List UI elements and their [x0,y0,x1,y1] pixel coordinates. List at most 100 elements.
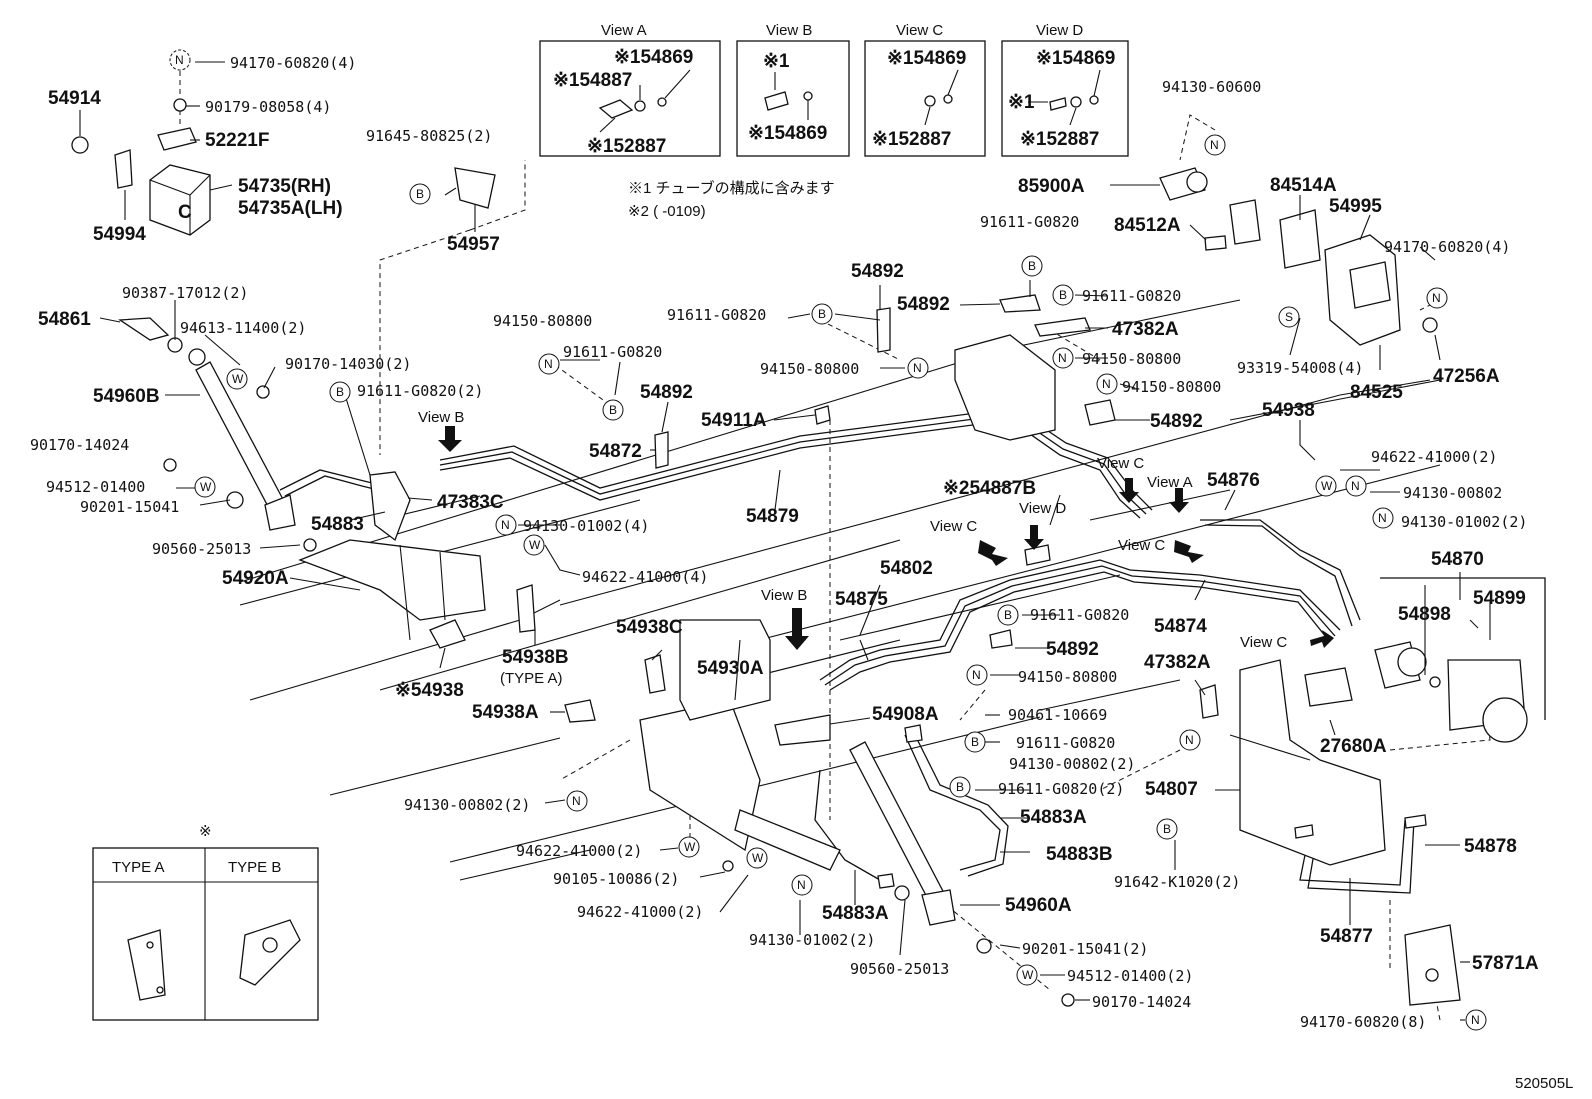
w-symbol: W [1315,475,1337,497]
part-label: 84514A [1270,175,1337,196]
view-c-callout: View C [1118,537,1165,554]
part-label: 94130-01002(4) [523,517,649,535]
view-d-title: View D [1036,22,1083,39]
n-symbol: N [1179,729,1201,751]
part-label: 54735A(LH) [238,198,343,219]
part-label: 54960A [1005,895,1072,916]
part-label: 94613-11400(2) [180,319,306,337]
b-symbol: B [964,731,986,753]
svg-text:N: N [972,668,981,682]
part-label: 57871A [1472,953,1539,974]
svg-text:B: B [1004,608,1012,622]
part-label: 54735(RH) [238,176,331,197]
n-symbol: N [791,874,813,896]
notes: ※1 チューブの構成に含みます ※2 ( -0109) ※ TYPE A TYP… [112,179,1573,1092]
type-b-header: TYPE B [228,859,281,876]
part-label: 54938 [1262,400,1315,421]
w-symbol: W [523,534,545,556]
svg-text:W: W [1321,479,1333,493]
view-arrows [438,426,1334,650]
part-label: 94130-00802(2) [1009,755,1135,773]
part-label: 54995 [1329,196,1382,217]
part-label: 54861 [38,309,91,330]
view-a-part: ※154887 [553,70,632,91]
n-symbol: N [966,664,988,686]
part-label: 90560-25013 [152,540,251,558]
part-label: 54908A [872,704,939,725]
part-label: 54883 [311,514,364,535]
svg-text:N: N [572,794,581,808]
part-label: 54892 [640,382,693,403]
part-label: 54938A [472,702,539,723]
n-symbol: N [1345,475,1367,497]
part-shapes: C [71,98,1546,1007]
note-2: ※2 ( -0109) [628,203,706,220]
part-label: 54883A [822,903,889,924]
part-label: 91611-G0820 [563,343,662,361]
part-label: ※54938 [395,680,464,701]
part-label: 84525 [1350,382,1403,403]
s-symbol: S [1278,306,1300,328]
dashed-leaders [179,62,1491,1021]
part-label: 94150-80800 [1018,668,1117,686]
w-symbol: W [746,847,768,869]
drawing-id: 520505L [1515,1075,1573,1092]
part-label: 54930A [697,658,764,679]
view-a-title: View A [601,22,647,39]
part-label: 90461-10669 [1008,706,1107,724]
view-a-part: ※152887 [587,136,666,157]
svg-text:N: N [1432,291,1441,305]
svg-text:B: B [609,403,617,417]
part-label: 54892 [1046,639,1099,660]
n-symbol: N [1052,347,1074,369]
part-label: 90170-14030(2) [285,355,411,373]
svg-text:B: B [1163,822,1171,836]
part-label: 54877 [1320,926,1373,947]
svg-text:N: N [797,878,806,892]
note-1: ※1 チューブの構成に含みます [628,179,835,197]
part-label: 54892 [1150,411,1203,432]
view-b-part: ※1 [763,51,790,72]
part-label: 90201-15041 [80,498,179,516]
n-symbol: N [495,514,517,536]
part-label: 54898 [1398,604,1451,625]
svg-text:B: B [336,385,344,399]
part-label: 84512A [1114,215,1181,236]
part-label: 52221F [205,130,269,151]
part-label: 90560-25013 [850,960,949,978]
part-label: 54802 [880,558,933,579]
part-label: 90201-15041(2) [1022,940,1148,958]
view-b-callout: View B [761,587,807,604]
type-a-header: TYPE A [112,859,165,876]
n-symbol: N [566,790,588,812]
part-label: 54872 [589,441,642,462]
b-symbol: B [811,303,833,325]
view-c-callout: View C [1240,634,1287,651]
n-symbol: N [538,353,560,375]
svg-text:N: N [1102,377,1111,391]
w-symbol: W [194,476,216,498]
part-label: 54883B [1046,844,1113,865]
svg-text:N: N [175,53,184,67]
svg-text:B: B [818,307,826,321]
svg-text:W: W [529,538,541,552]
svg-text:N: N [1471,1013,1480,1027]
n-symbol: N [169,49,191,71]
view-d-callout: View D [1019,500,1066,517]
part-label: 47382A [1112,319,1179,340]
svg-text:B: B [1059,288,1067,302]
svg-text:S: S [1285,310,1293,324]
type-table [92,847,319,1021]
part-label: 91611-G0820 [1016,734,1115,752]
part-label: 91642-K1020(2) [1114,873,1240,891]
svg-text:W: W [684,840,696,854]
symbol-markers: N B W B W N B N W B N B B N N N N S W N … [169,49,1487,1031]
part-label: 47383C [437,492,504,513]
b-symbol: B [949,776,971,798]
part-label: 90170-14024 [30,436,129,454]
part-label: 27680A [1320,736,1387,757]
view-inset-labels: View A View B View C View D ※154869 ※154… [553,22,1115,157]
part-label: 54920A [222,568,289,589]
part-label: 94150-80800 [1122,378,1221,396]
part-label: 54957 [447,234,500,255]
